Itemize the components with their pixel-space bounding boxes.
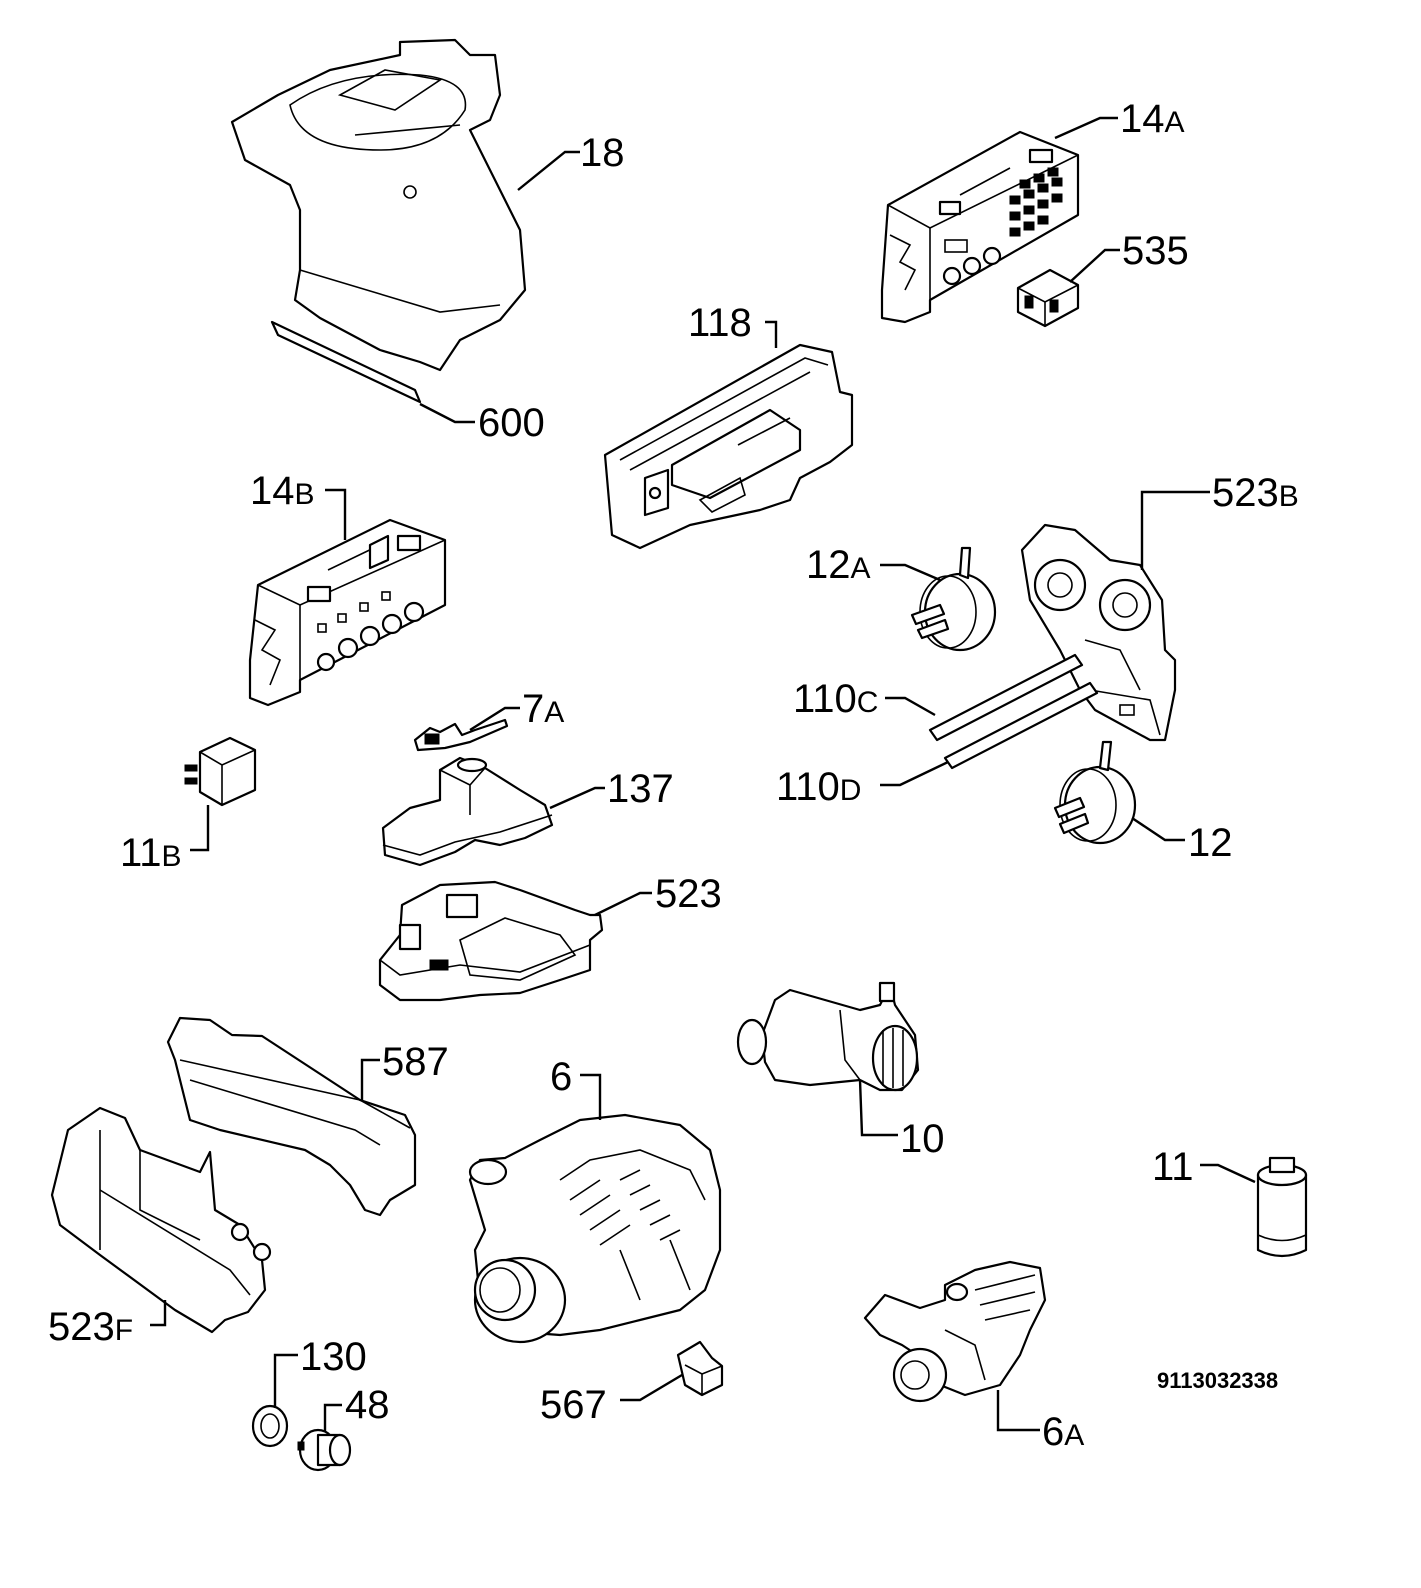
label-48: 48 bbox=[345, 1383, 390, 1427]
label-number: 110 bbox=[776, 765, 840, 809]
label-6: 6 bbox=[550, 1055, 572, 1099]
label-number: 14 bbox=[250, 469, 295, 513]
part-7a-clip bbox=[413, 718, 509, 752]
label-suffix: F bbox=[115, 1314, 133, 1347]
part-18-duct bbox=[230, 38, 527, 404]
label-587: 587 bbox=[382, 1040, 449, 1084]
label-18: 18 bbox=[580, 131, 625, 175]
label-523f: 523F bbox=[48, 1305, 133, 1349]
part-48-plug bbox=[297, 1428, 352, 1472]
part-523f-bracket bbox=[50, 1106, 272, 1334]
label-number: 10 bbox=[900, 1117, 945, 1161]
label-number: 535 bbox=[1122, 229, 1189, 273]
label-number: 600 bbox=[478, 401, 545, 445]
label-number: 130 bbox=[300, 1335, 367, 1379]
label-number: 110 bbox=[793, 677, 857, 721]
label-suffix: A bbox=[1165, 106, 1185, 139]
part-523-sump bbox=[378, 880, 604, 1002]
label-535: 535 bbox=[1122, 229, 1189, 273]
label-number: 523 bbox=[655, 872, 722, 916]
label-number: 137 bbox=[607, 767, 674, 811]
label-suffix: B bbox=[1279, 480, 1299, 513]
part-523b-pressure-chamber bbox=[1020, 523, 1177, 742]
part-130-seal bbox=[251, 1404, 289, 1448]
label-12: 12 bbox=[1188, 821, 1233, 865]
label-number: 7 bbox=[522, 687, 544, 731]
leader-lines bbox=[150, 116, 1256, 1432]
label-number: 11 bbox=[120, 831, 162, 875]
label-suffix: B bbox=[162, 840, 182, 873]
part-14b-control-module bbox=[248, 518, 447, 707]
part-567-clip bbox=[676, 1340, 724, 1397]
label-suffix: A bbox=[544, 696, 564, 729]
label-number: 523 bbox=[1212, 471, 1279, 515]
part-110d-hose bbox=[943, 681, 1099, 770]
part-11-capacitor bbox=[1256, 1156, 1308, 1258]
label-number: 12 bbox=[1188, 821, 1233, 865]
label-130: 130 bbox=[300, 1335, 367, 1379]
label-number: 48 bbox=[345, 1383, 390, 1427]
label-number: 587 bbox=[382, 1040, 449, 1084]
label-suffix: C bbox=[857, 686, 879, 719]
part-12-pressure-switch bbox=[1053, 740, 1137, 845]
drawing-code: 9113032338 bbox=[1157, 1368, 1278, 1393]
label-number: 14 bbox=[1120, 97, 1165, 141]
label-suffix: A bbox=[851, 552, 871, 585]
label-11b: 11B bbox=[120, 831, 182, 875]
label-7a: 7A bbox=[522, 687, 564, 731]
part-587-cover bbox=[166, 1016, 417, 1217]
label-14a: 14A bbox=[1120, 97, 1185, 141]
label-suffix: B bbox=[295, 478, 315, 511]
label-10: 10 bbox=[900, 1117, 945, 1161]
label-number: 567 bbox=[540, 1383, 607, 1427]
part-6-pump-motor bbox=[468, 1113, 722, 1344]
label-suffix: D bbox=[840, 774, 862, 807]
label-suffix: A bbox=[1064, 1419, 1084, 1452]
label-523: 523 bbox=[655, 872, 722, 916]
label-number: 6 bbox=[1042, 1410, 1064, 1454]
label-number: 6 bbox=[550, 1055, 572, 1099]
label-11: 11 bbox=[1152, 1145, 1194, 1189]
part-6a-drain-pump bbox=[863, 1260, 1047, 1403]
label-137: 137 bbox=[607, 767, 674, 811]
label-110c: 110C bbox=[793, 677, 878, 721]
part-535-connector bbox=[1016, 268, 1080, 328]
label-567: 567 bbox=[540, 1383, 607, 1427]
part-110c-hose bbox=[928, 653, 1084, 742]
label-6a: 6A bbox=[1042, 1410, 1084, 1454]
label-600: 600 bbox=[478, 401, 545, 445]
label-number: 523 bbox=[48, 1305, 115, 1349]
part-11b-relay bbox=[184, 736, 257, 807]
part-14a-control-module bbox=[880, 130, 1080, 324]
label-14b: 14B bbox=[250, 469, 315, 513]
label-number: 11 bbox=[1152, 1145, 1194, 1189]
label-12a: 12A bbox=[806, 543, 871, 587]
part-137-cover bbox=[381, 756, 554, 867]
part-118-dispenser bbox=[603, 343, 854, 550]
label-118: 118 bbox=[688, 301, 752, 345]
label-110d: 110D bbox=[776, 765, 861, 809]
label-523b: 523B bbox=[1212, 471, 1299, 515]
label-number: 12 bbox=[806, 543, 851, 587]
keypad-grid bbox=[1009, 167, 1063, 237]
part-10-valve bbox=[736, 981, 920, 1092]
label-number: 18 bbox=[580, 131, 625, 175]
label-number: 118 bbox=[688, 301, 752, 345]
part-12a-pressure-switch bbox=[910, 546, 997, 652]
